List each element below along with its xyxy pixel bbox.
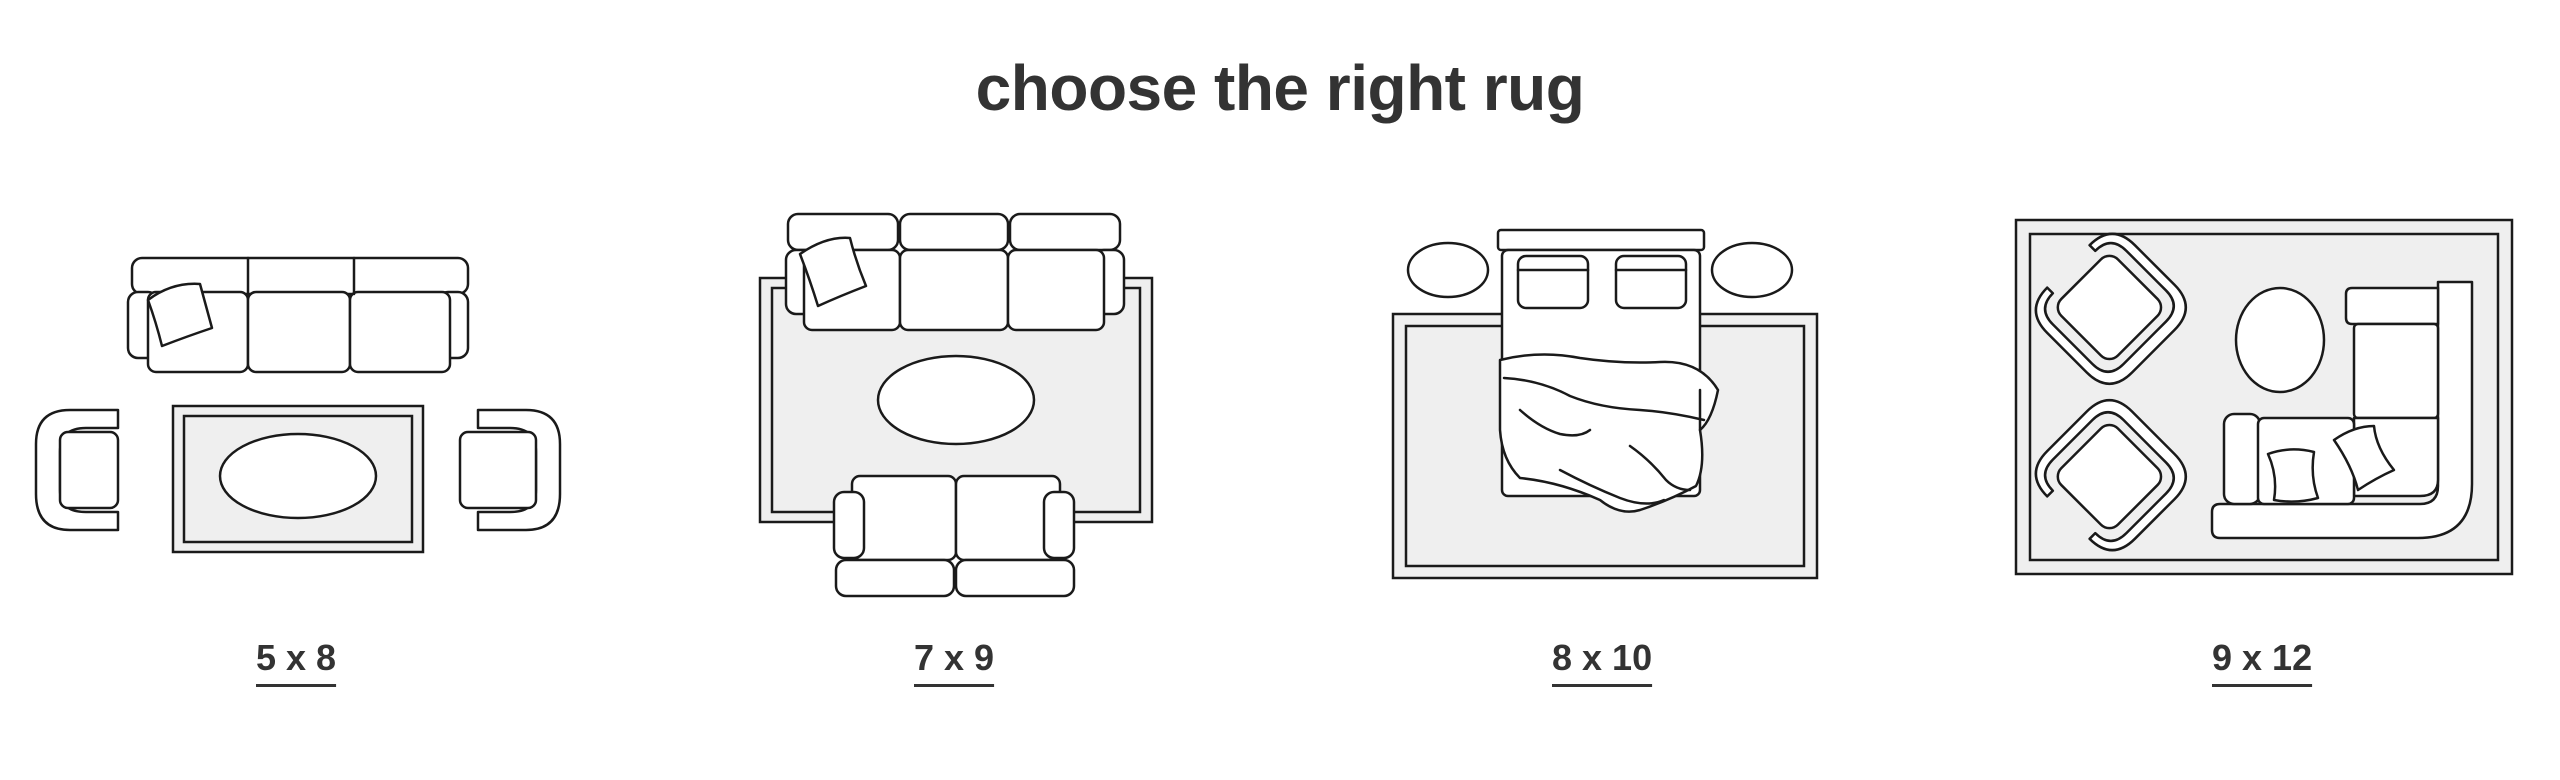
size-link-9x12[interactable]: 9 x 12 bbox=[2212, 637, 2313, 678]
page-title: choose the right rug bbox=[975, 52, 1585, 124]
size-link-7x9[interactable]: 7 x 9 bbox=[914, 637, 995, 678]
size-link-8x10[interactable]: 8 x 10 bbox=[1552, 637, 1653, 678]
size-link-5x8[interactable]: 5 x 8 bbox=[256, 637, 337, 678]
